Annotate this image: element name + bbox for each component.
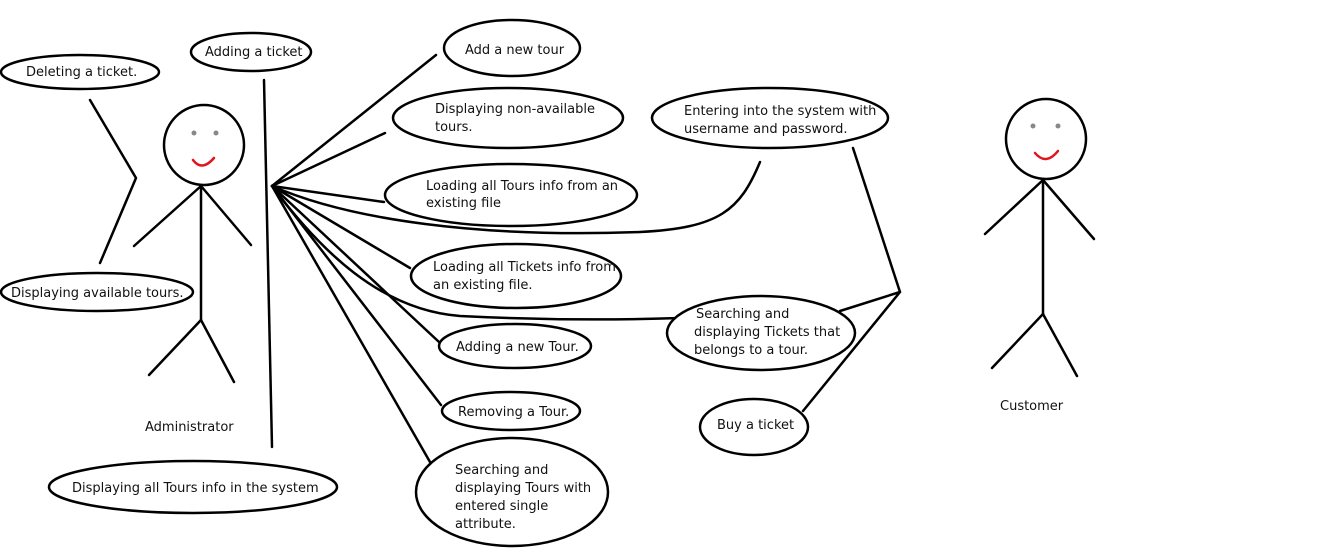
customer-leg-left bbox=[990, 312, 1045, 370]
use-case-searching-tours-line-1: Searching and bbox=[455, 463, 548, 478]
use-case-removing-tour-label: Removing a Tour. bbox=[458, 405, 569, 420]
use-case-loading-tours-file-line-1: Loading all Tours info from an bbox=[426, 179, 618, 194]
administrator-leg-left bbox=[147, 318, 203, 377]
use-case-searching-tickets-line-3: belongs to a tour. bbox=[694, 343, 808, 358]
use-case-add-new-tour: Add a new tour bbox=[442, 18, 582, 78]
connector-loading-tickets bbox=[270, 184, 412, 270]
administrator-arm-left bbox=[132, 184, 203, 248]
connector-delete-available bbox=[88, 98, 138, 265]
use-case-removing-tour: Removing a Tour. bbox=[440, 390, 582, 432]
use-case-add-new-tour-label: Add a new tour bbox=[465, 43, 565, 58]
administrator-eye-left bbox=[191, 130, 197, 136]
customer-head bbox=[1004, 97, 1088, 181]
connector-customer-search bbox=[838, 290, 902, 313]
use-case-adding-new-tour-2: Adding a new Tour. bbox=[437, 322, 593, 370]
administrator-leg-right bbox=[199, 318, 236, 384]
use-case-searching-tickets-line-1: Searching and bbox=[696, 307, 789, 322]
use-case-loading-tours-file-line-2: existing file bbox=[426, 196, 501, 211]
administrator-mouth bbox=[191, 156, 216, 167]
administrator-head bbox=[162, 103, 246, 187]
use-case-loading-tickets-file-line-2: an existing file. bbox=[433, 278, 532, 293]
customer-leg-right bbox=[1041, 312, 1079, 378]
use-case-searching-tours-line-4: attribute. bbox=[455, 517, 516, 532]
use-case-searching-tickets: Searching and displaying Tickets that be… bbox=[665, 294, 857, 372]
use-case-entering-system-line-2: username and password. bbox=[684, 122, 848, 137]
use-case-adding-ticket: Adding a ticket bbox=[189, 31, 313, 73]
use-case-loading-tours-file: Loading all Tours info from an existing … bbox=[383, 162, 639, 228]
administrator-arm-right bbox=[199, 184, 253, 247]
use-case-searching-tickets-line-2: displaying Tickets that bbox=[694, 325, 840, 340]
use-case-entering-system-line-1: Entering into the system with bbox=[684, 104, 876, 119]
connector-customer-bracket bbox=[801, 146, 902, 413]
administrator-actor bbox=[132, 103, 253, 384]
use-case-buy-ticket: Buy a ticket bbox=[698, 397, 810, 457]
use-case-searching-tours-line-3: entered single bbox=[455, 499, 548, 514]
use-case-deleting-ticket: Deleting a ticket. bbox=[0, 53, 161, 91]
use-case-displaying-non-available-line-2: tours. bbox=[435, 120, 473, 135]
customer-mouth bbox=[1033, 149, 1060, 161]
use-case-entering-system: Entering into the system with username a… bbox=[650, 86, 890, 150]
use-case-displaying-all-tours-label: Displaying all Tours info in the system bbox=[72, 481, 319, 496]
use-case-loading-tickets-file-line-1: Loading all Tickets info from bbox=[433, 260, 616, 275]
use-case-loading-tickets-file: Loading all Tickets info from an existin… bbox=[409, 242, 623, 310]
use-case-searching-tours-line-2: displaying Tours with bbox=[455, 481, 591, 496]
use-case-displaying-available-label: Displaying available tours. bbox=[11, 286, 184, 301]
use-case-buy-ticket-label: Buy a ticket bbox=[717, 418, 794, 433]
connector-entering-system bbox=[270, 160, 762, 235]
customer-label: Customer bbox=[1000, 399, 1064, 414]
customer-arm-right bbox=[1041, 178, 1096, 241]
customer-eye-left bbox=[1030, 123, 1036, 129]
administrator-label: Administrator bbox=[145, 420, 234, 435]
use-case-displaying-non-available: Displaying non-available tours. bbox=[391, 86, 625, 150]
connector-non-available bbox=[270, 131, 387, 188]
use-case-deleting-ticket-label: Deleting a ticket. bbox=[26, 65, 137, 80]
use-case-displaying-available: Displaying available tours. bbox=[0, 271, 195, 313]
customer-actor bbox=[983, 97, 1096, 378]
use-case-displaying-all-tours: Displaying all Tours info in the system bbox=[47, 459, 339, 515]
use-case-adding-new-tour-2-label: Adding a new Tour. bbox=[456, 340, 579, 355]
connectors bbox=[88, 53, 902, 464]
connector-adding-tour-2 bbox=[270, 184, 441, 344]
connector-loading-tours bbox=[270, 184, 386, 204]
use-case-searching-tours: Searching and displaying Tours with ente… bbox=[414, 436, 610, 548]
connector-searching-tours bbox=[270, 184, 432, 464]
customer-eye-right bbox=[1055, 123, 1061, 129]
connector-admin-hub bbox=[262, 78, 274, 449]
connector-add-tour bbox=[270, 53, 438, 188]
administrator-eye-right bbox=[213, 130, 219, 136]
customer-arm-left bbox=[983, 178, 1045, 236]
connector-removing-tour bbox=[270, 184, 443, 407]
connector-searching-tickets bbox=[270, 184, 682, 321]
use-case-adding-ticket-label: Adding a ticket bbox=[205, 45, 303, 60]
use-case-displaying-non-available-line-1: Displaying non-available bbox=[435, 102, 595, 117]
